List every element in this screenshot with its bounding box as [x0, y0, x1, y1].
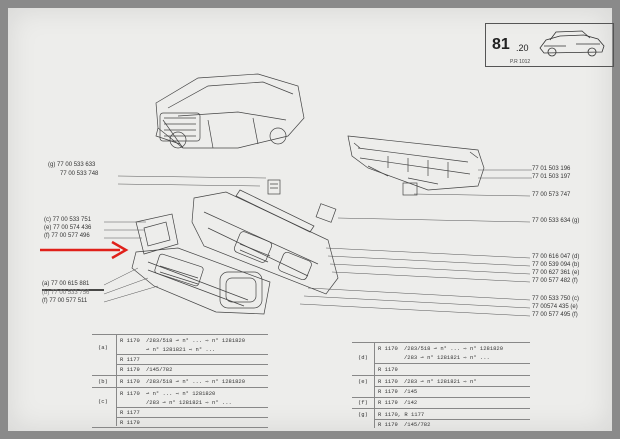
- callout-left-highlighted: (a) 77 00 615 881: [42, 281, 90, 287]
- table-spec: /145: [404, 388, 418, 395]
- callout-right: 77 00 577 482 (f): [532, 278, 578, 284]
- car-body-shell: [155, 73, 305, 149]
- callout-right: 77 00574 435 (e): [532, 304, 578, 310]
- callout-left: (f) 77 00 577 511: [42, 298, 88, 304]
- table-spec: /283 ⊸ n° 1281821 ⇨ n° ...: [146, 399, 232, 406]
- table-model: R 1177: [120, 409, 140, 416]
- table-key: (g): [358, 411, 368, 418]
- table-model: R 1170: [120, 390, 140, 397]
- lower-grille-part: [131, 247, 271, 315]
- page-number: 81: [492, 36, 510, 53]
- callout-right: 77 00 533 750 (c): [532, 296, 580, 302]
- headlight-frame-part: [135, 213, 179, 255]
- table-spec: /142: [404, 399, 418, 406]
- table-key: (a): [98, 344, 108, 351]
- table-spec: /283 ⊸ n° 1281821 ⇨ n°: [404, 378, 477, 385]
- callout-left: (e) 77 00 574 436: [44, 225, 92, 231]
- table-key: (c): [98, 398, 108, 405]
- exploded-parts-diagram: [40, 73, 532, 317]
- table-model: R 1179: [378, 399, 398, 406]
- table-model: R 1170: [120, 337, 140, 344]
- callout-right: 77 00 627 361 (e): [532, 270, 580, 276]
- catalog-page: 81 .20 P.R 1012: [8, 8, 614, 431]
- callout-right: 77 01 503 196: [532, 166, 571, 172]
- table-model: R 1179: [120, 419, 140, 426]
- callout-right: 77 00 616 047 (d): [532, 254, 580, 260]
- table-spec: /283/518 ⊸ n° ... ⇨ n° 1281820: [146, 337, 246, 344]
- table-spec: ⊸ n° ... ⇨ n° 1281820: [146, 390, 216, 397]
- table-key: (d): [358, 354, 368, 361]
- table-key: (f): [358, 399, 368, 406]
- table-key: (b): [98, 378, 108, 385]
- callout-left: (b) 77 00 533 756: [42, 290, 90, 296]
- callout-left: 77 00 533 748: [60, 171, 99, 177]
- table-model: R 1170: [378, 345, 398, 352]
- callout-right: 77 00 573 747: [532, 192, 571, 198]
- table-model: R 1170: [120, 378, 140, 385]
- table-model: R 1179: [378, 366, 398, 373]
- table-model: R 1179: [120, 366, 140, 373]
- small-bracket-part: [267, 179, 281, 195]
- callout-left: (f) 77 00 577 496: [44, 233, 90, 239]
- side-block-part: [315, 203, 337, 223]
- callout-right: 77 01 503 197: [532, 174, 571, 180]
- callout-right: 77 00 539 094 (b): [532, 262, 580, 268]
- upper-cross-member: [347, 135, 485, 196]
- table-model: R 1170, R 1177: [378, 411, 425, 418]
- upper-bar-part: [235, 189, 315, 233]
- front-panel: [191, 191, 339, 295]
- table-spec: /283 ⊸ n° 1281821 ⇨ n° ...: [404, 354, 490, 361]
- car-thumbnail-icon: [539, 30, 605, 57]
- table-model: R 1170: [378, 378, 398, 385]
- table-spec: ⊸ n° 1281821 ⇨ n° ...: [146, 346, 216, 353]
- callout-right: 77 00 577 495 (f): [532, 312, 578, 318]
- page-reference: P.R 1012: [510, 59, 531, 65]
- callout-right: 77 00 533 634 (g): [532, 218, 580, 224]
- table-spec: /283/518 ⊸ n° ... ⇨ n° 1281820: [404, 345, 504, 352]
- table-model: R 1177: [120, 356, 140, 363]
- table-spec: /283/518 ⊸ n° ... ⇨ n° 1281820: [146, 378, 246, 385]
- table-spec: /145/782: [404, 421, 431, 428]
- table-model: R 1179: [378, 388, 398, 395]
- callout-left: (c) 77 00 533 751: [44, 217, 92, 223]
- page-header-box: [485, 23, 614, 67]
- table-spec: /145/782: [146, 366, 173, 373]
- table-key: (e): [358, 378, 368, 385]
- page-subsection: .20: [516, 43, 529, 53]
- table-model: R 1179: [378, 421, 398, 428]
- red-arrow-annotation: [40, 240, 129, 260]
- callout-left: (g) 77 00 533 633: [48, 162, 96, 168]
